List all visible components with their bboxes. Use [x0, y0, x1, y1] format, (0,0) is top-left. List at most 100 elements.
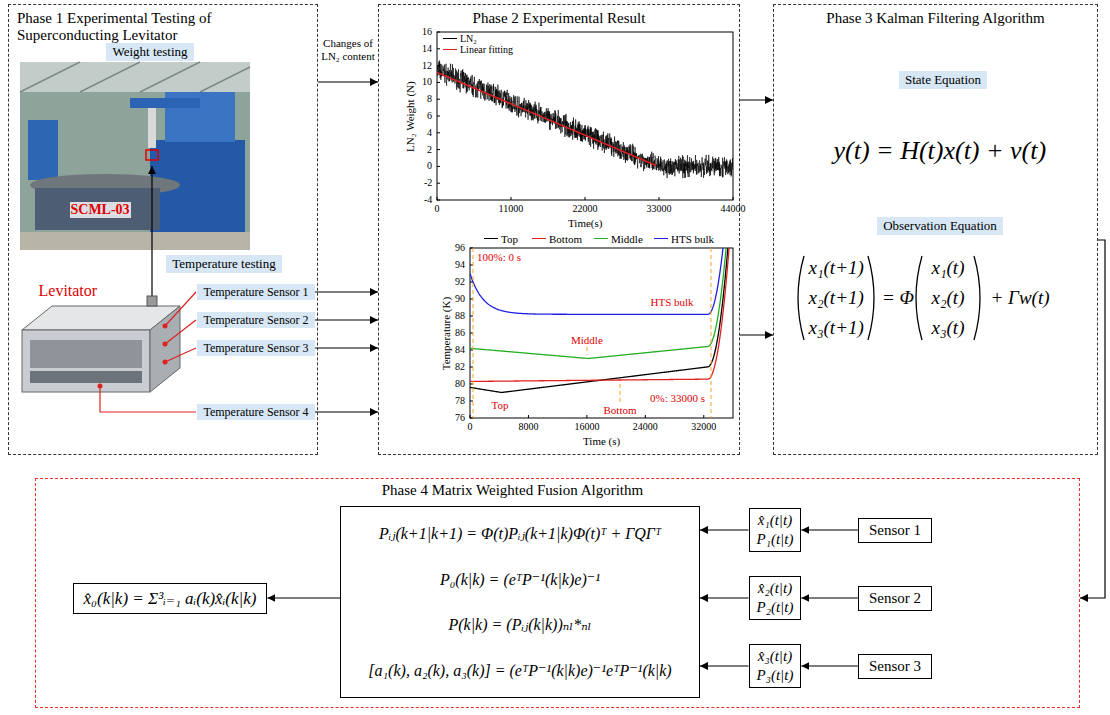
- tick-mark: [659, 197, 660, 200]
- chart-annotation: Middle: [570, 334, 604, 347]
- axis-tick-label: 94: [454, 259, 466, 271]
- sensor-box: Sensor 3: [858, 654, 932, 679]
- levitator-cavity: [30, 340, 142, 368]
- connector: [801, 665, 858, 666]
- tick-mark: [437, 116, 440, 117]
- matrix-bracket: [868, 256, 874, 340]
- sensor-tag: Temperature Sensor 4: [197, 404, 314, 420]
- machine-rod: [148, 108, 156, 148]
- sensor-box: Sensor 1: [858, 518, 932, 543]
- axis-tick-label: 2: [426, 144, 433, 156]
- matrix-entry: x₃(t): [931, 317, 966, 340]
- chart-axes: [470, 248, 733, 418]
- tick-mark: [437, 132, 440, 133]
- box-text: Sensor 2: [869, 590, 921, 607]
- tick-mark: [437, 183, 440, 184]
- legend-sample: [532, 238, 546, 239]
- legend-text: Linear fitting: [460, 44, 513, 56]
- axis-tick-label: 0: [434, 203, 441, 215]
- photo-rafters: [20, 62, 250, 92]
- axis-tick-label: 78: [454, 395, 466, 407]
- temperature-series: [470, 248, 733, 393]
- sensor-points: [98, 324, 168, 389]
- tick-mark: [437, 82, 440, 83]
- axis-tick-label: 80: [454, 378, 466, 390]
- phase-panel: Phase 4 Matrix Weighted Fusion Algorithm…: [35, 478, 1080, 708]
- box-text: Temperature Sensor 2: [203, 313, 308, 327]
- levitator-illustration: [22, 296, 180, 392]
- axis-tick-label: -2: [423, 177, 433, 189]
- legend-item: Bottom: [530, 233, 584, 246]
- sensor-lead: [165, 348, 196, 362]
- axis-tick-label: 33000: [646, 203, 673, 215]
- sensor-lead: [165, 320, 196, 344]
- legend-sample: [484, 238, 498, 239]
- estimate-box: x̂₁(t|t)P₁(t|t): [749, 508, 802, 552]
- annotation-leader: [620, 384, 621, 403]
- photo-floor: [20, 232, 250, 250]
- box-text: x̂₃(t|t): [757, 647, 794, 666]
- output-box: x̂₀(k|k) = Σ³ᵢ₌₁ aᵢ(k)x̂ᵢ(k|k): [73, 583, 268, 614]
- axis-tick-label: 6: [426, 110, 433, 122]
- connector: [700, 529, 749, 530]
- photo-label: SCML-03: [70, 202, 131, 219]
- phase-panel: Phase 2 Experimental Result: [378, 4, 740, 455]
- axis-tick-label: 8000: [517, 421, 539, 433]
- box-text: [a₁(k), a₂(k), a₃(k)] = (eᵀP⁻¹(k|k)e)⁻¹e…: [368, 661, 671, 680]
- tick-mark: [511, 197, 512, 200]
- box-text: Temperature testing: [172, 256, 275, 272]
- connector: [801, 529, 858, 530]
- plot-frame: [437, 32, 733, 200]
- box-text: x̂₁(t|t): [757, 511, 794, 530]
- sample-marker: [146, 150, 158, 160]
- tick-mark: [528, 415, 529, 418]
- axis-tick-label: 12: [421, 60, 433, 72]
- axis-tick-label: 90: [454, 293, 466, 305]
- axis-tick-label: 8: [426, 93, 433, 105]
- axis-tick-label: 96: [454, 242, 466, 254]
- connector: [315, 291, 378, 292]
- temperature-curve: [470, 248, 733, 393]
- axis-tick-label: 16000: [573, 421, 600, 433]
- box-text: Pᵢⱼ(k+1|k+1) = Φ(t)Pᵢⱼ(k+1|k)Φ(t)ᵀ + ΓQΓ…: [379, 524, 661, 543]
- weight-series: [437, 61, 733, 179]
- tick-mark: [470, 415, 471, 418]
- axis-tick-label: 32000: [690, 421, 717, 433]
- tick-mark: [437, 32, 440, 33]
- box-text: x̂₂(t|t): [757, 579, 794, 598]
- sensor-tag: Temperature Sensor 2: [197, 312, 314, 328]
- legend-text: Middle: [611, 233, 643, 246]
- axis-title: LN₂ Weight (N): [403, 80, 416, 153]
- axis-tick-label: -4: [423, 194, 433, 206]
- box-text: Observation Equation: [883, 218, 997, 234]
- estimate-box: x̂₂(t|t)P₂(t|t): [749, 576, 802, 620]
- axis-tick-label: 88: [454, 310, 466, 322]
- tick-mark: [586, 415, 587, 418]
- box-text: P(k|k) = (Pᵢⱼ(k|k))ₙₗ*ₙₗ: [448, 615, 591, 634]
- tick-mark: [470, 316, 473, 317]
- tick-mark: [437, 149, 440, 150]
- annotation-leader: [473, 248, 474, 418]
- legend-text: LN₂: [460, 33, 477, 45]
- sensor-tag: Temperature Sensor 1: [197, 284, 314, 300]
- chart-annotation: Top: [491, 399, 510, 412]
- connector: [700, 665, 749, 666]
- box-text: Temperature Sensor 4: [203, 405, 308, 419]
- axis-tick-label: 76: [454, 412, 466, 424]
- sensor-point: [163, 324, 168, 329]
- legend-text: Top: [501, 233, 518, 246]
- levitator-front: [22, 330, 150, 392]
- tick-mark: [645, 415, 646, 418]
- equation: y(t) = H(t)x(t) + v(t): [833, 135, 1048, 166]
- connector: [267, 597, 340, 598]
- connector: [801, 597, 858, 598]
- axis-tick-label: 82: [454, 361, 466, 373]
- weight-curve: [437, 61, 733, 179]
- photo-roof: [20, 62, 250, 92]
- matrix-entry: x₂(t+1): [808, 287, 865, 310]
- temperature-curve: [470, 248, 733, 359]
- matrix-entry: x₁(t+1): [808, 257, 865, 280]
- sensor-lead: [165, 292, 196, 326]
- phase-panel: Phase 1 Experimental Testing of Supercon…: [8, 4, 318, 455]
